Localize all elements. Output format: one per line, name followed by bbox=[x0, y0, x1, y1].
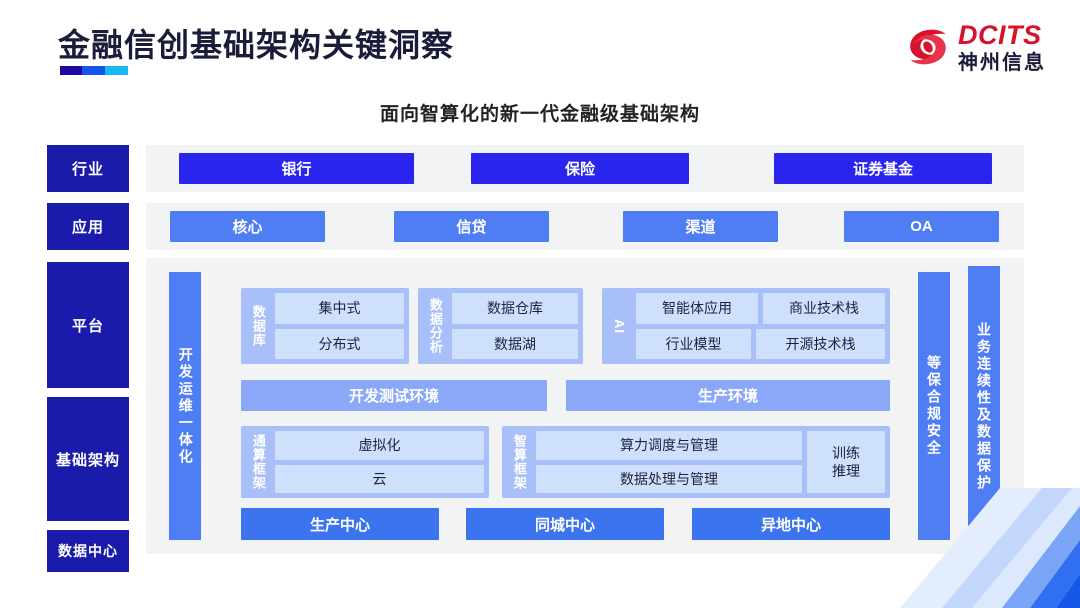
group-row: 集中式 bbox=[275, 293, 404, 324]
logo-text: DCITS 神州信息 bbox=[958, 19, 1046, 74]
group-general-compute-framework: 通算框架虚拟化云 bbox=[241, 426, 489, 498]
datacenter-pill-2[interactable]: 同城中心 bbox=[466, 508, 664, 540]
group-row: 虚拟化 bbox=[275, 431, 484, 460]
group-cells-data-analytics: 数据仓库数据湖 bbox=[452, 293, 578, 359]
rule-segment-1 bbox=[60, 66, 83, 75]
application-pill-2[interactable]: 信贷 bbox=[394, 211, 549, 242]
rail-label-application: 应用 bbox=[47, 203, 129, 250]
group-intelligent-compute-framework: 智算框架算力调度与管理数据处理与管理训练推理 bbox=[502, 426, 890, 498]
industry-pill-1[interactable]: 银行 bbox=[179, 153, 414, 184]
datacenter-pill-3[interactable]: 异地中心 bbox=[692, 508, 890, 540]
logo-en-text: DCITS bbox=[958, 19, 1042, 50]
group-database: 数据库集中式分布式 bbox=[241, 288, 409, 364]
cell-商业技术栈[interactable]: 商业技术栈 bbox=[763, 293, 885, 324]
industry-pill-2[interactable]: 保险 bbox=[471, 153, 689, 184]
group-row: 数据仓库 bbox=[452, 293, 578, 324]
cell-数据仓库[interactable]: 数据仓库 bbox=[452, 293, 578, 324]
application-row-panel: 核心 信贷 渠道 OA bbox=[146, 203, 1024, 250]
group-row: 智能体应用商业技术栈 bbox=[636, 293, 885, 324]
cell-数据处理与管理[interactable]: 数据处理与管理 bbox=[536, 464, 802, 493]
group-label-database: 数据库 bbox=[250, 305, 266, 347]
devops-vertical-bar: 开发运维一体化 bbox=[169, 272, 201, 540]
group-label-intelligent-compute-framework: 智算框架 bbox=[511, 434, 527, 490]
group-label-general-compute-framework: 通算框架 bbox=[250, 434, 266, 490]
cell-集中式[interactable]: 集中式 bbox=[275, 293, 404, 324]
group-row: 算力调度与管理 bbox=[536, 431, 802, 460]
cell-智能体应用[interactable]: 智能体应用 bbox=[636, 293, 758, 324]
application-pill-1[interactable]: 核心 bbox=[170, 211, 325, 242]
group-row: 行业模型开源技术栈 bbox=[636, 328, 885, 359]
diagram-subtitle: 面向智算化的新一代金融级基础架构 bbox=[379, 104, 700, 125]
training-label: 训练 bbox=[832, 444, 860, 461]
cell-开源技术栈[interactable]: 开源技术栈 bbox=[756, 328, 885, 359]
title-underline-rule bbox=[60, 66, 128, 75]
dcits-logo: DCITS 神州信息 bbox=[905, 18, 1046, 76]
cell-training-inference[interactable]: 训练推理 bbox=[807, 431, 885, 493]
group-label-ai: AI bbox=[611, 318, 627, 334]
cell-行业模型[interactable]: 行业模型 bbox=[636, 328, 751, 359]
inference-label: 推理 bbox=[832, 463, 860, 479]
application-pill-3[interactable]: 渠道 bbox=[623, 211, 778, 242]
application-pill-4[interactable]: OA bbox=[844, 211, 999, 242]
page-title: 金融信创基础架构关键洞察 bbox=[58, 27, 455, 63]
group-cells-ai: 智能体应用商业技术栈行业模型开源技术栈 bbox=[636, 293, 885, 359]
group-row: 数据处理与管理 bbox=[536, 464, 802, 493]
group-cells-intelligent-compute-framework: 算力调度与管理数据处理与管理 bbox=[536, 431, 802, 493]
rail-label-infrastructure: 基础架构 bbox=[47, 397, 129, 521]
rail-label-datacenter: 数据中心 bbox=[47, 530, 129, 572]
group-row: 数据湖 bbox=[452, 328, 578, 359]
rail-label-platform: 平台 bbox=[47, 262, 129, 388]
cell-数据湖[interactable]: 数据湖 bbox=[452, 328, 578, 359]
continuity-vertical-bar: 业务连续性及数据保护 bbox=[968, 266, 1000, 548]
datacenter-pill-1[interactable]: 生产中心 bbox=[241, 508, 439, 540]
rail-label-industry: 行业 bbox=[47, 145, 129, 192]
cell-虚拟化[interactable]: 虚拟化 bbox=[275, 431, 484, 460]
page-header: 金融信创基础架构关键洞察 DCITS 神州信息 bbox=[0, 0, 1080, 95]
industry-pill-3[interactable]: 证券基金 bbox=[774, 153, 992, 184]
logo-cn-text: 神州信息 bbox=[958, 51, 1046, 74]
group-data-analytics: 数据分析数据仓库数据湖 bbox=[418, 288, 583, 364]
environment-bar-1[interactable]: 开发测试环境 bbox=[241, 380, 547, 411]
cell-分布式[interactable]: 分布式 bbox=[275, 328, 404, 359]
platform-infrastructure-panel: 开发运维一体化等保合规安全业务连续性及数据保护数据库集中式分布式数据分析数据仓库… bbox=[146, 258, 1024, 554]
group-row: 云 bbox=[275, 464, 484, 493]
group-cells-general-compute-framework: 虚拟化云 bbox=[275, 431, 484, 493]
group-label-data-analytics: 数据分析 bbox=[427, 298, 443, 354]
swirl-logo-icon bbox=[910, 29, 946, 65]
group-row: 分布式 bbox=[275, 328, 404, 359]
cell-算力调度与管理[interactable]: 算力调度与管理 bbox=[536, 431, 802, 460]
group-cells-database: 集中式分布式 bbox=[275, 293, 404, 359]
rule-segment-2 bbox=[82, 66, 105, 75]
cell-云[interactable]: 云 bbox=[275, 464, 484, 493]
rule-segment-3 bbox=[104, 66, 128, 75]
environment-bar-2[interactable]: 生产环境 bbox=[566, 380, 890, 411]
industry-row-panel: 银行 保险 证券基金 bbox=[146, 145, 1024, 192]
compliance-vertical-bar: 等保合规安全 bbox=[918, 272, 950, 540]
